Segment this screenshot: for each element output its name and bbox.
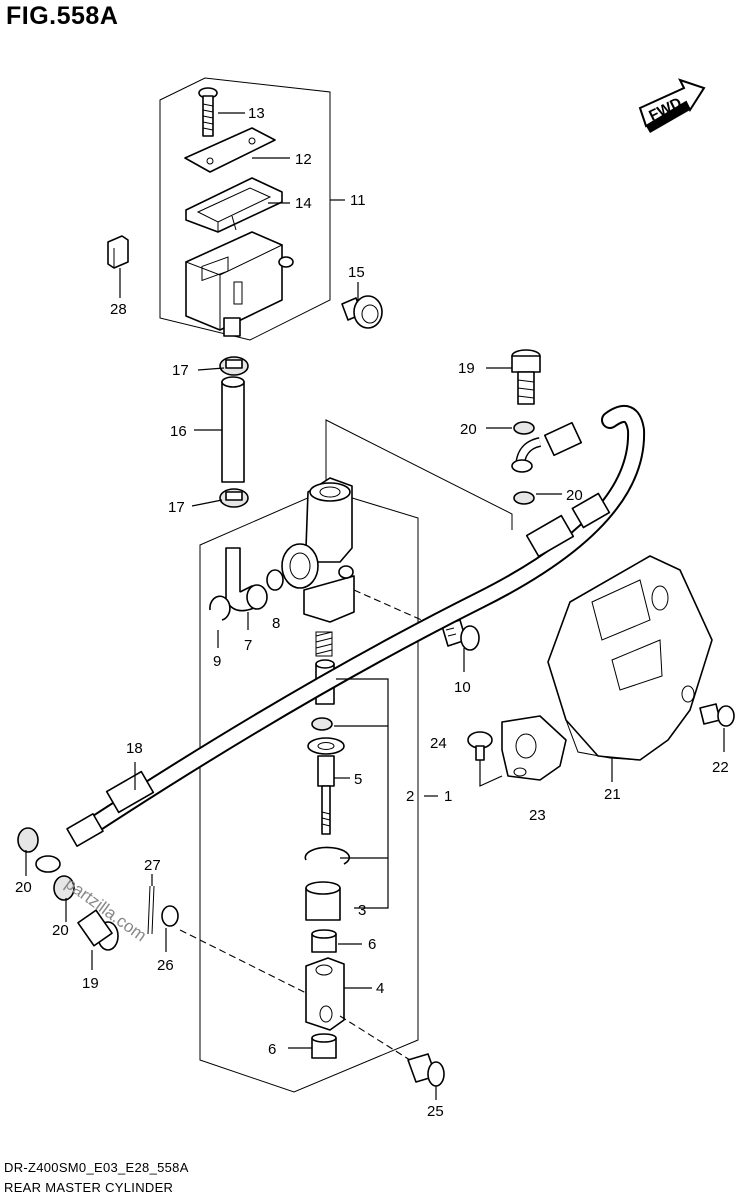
callout-14: 14 <box>295 195 312 212</box>
part-20-washer-c <box>17 827 39 853</box>
callout-25: 25 <box>427 1103 444 1120</box>
part-secondary-cup <box>311 717 333 731</box>
callout-19-lower: 19 <box>82 975 99 992</box>
part-18-brake-hose <box>35 405 646 873</box>
part-20-washer-a <box>513 421 535 435</box>
callout-6-lower: 6 <box>268 1041 276 1058</box>
part-3-boot <box>305 881 341 921</box>
part-19-banjo-bolt-lower <box>77 909 119 951</box>
part-27-cotter-pin <box>147 885 155 935</box>
callout-17-upper: 17 <box>172 362 189 379</box>
callout-10: 10 <box>454 679 471 696</box>
callout-11: 11 <box>350 192 366 209</box>
callout-6-upper: 6 <box>368 936 376 953</box>
part-20-washer-b <box>513 491 535 505</box>
callout-20-a: 20 <box>460 421 477 438</box>
part-24-screw <box>467 731 493 761</box>
part-13-screw <box>198 87 218 137</box>
part-1-master-cylinder-body <box>281 477 355 623</box>
part-10-bolt <box>441 619 480 651</box>
diagram-name: REAR MASTER CYLINDER <box>4 1180 174 1195</box>
dash-line-26 <box>179 929 309 995</box>
part-16-hose <box>221 376 245 483</box>
callout-19-upper: 19 <box>458 360 475 377</box>
part-15-bolt <box>341 295 383 329</box>
part-21-guard <box>547 555 713 761</box>
part-19-banjo-bolt-upper <box>511 349 541 405</box>
figure-title: FIG.558A <box>6 2 119 30</box>
part-9-circlip <box>209 595 231 621</box>
part-spring <box>315 631 333 657</box>
callout-7: 7 <box>244 637 252 654</box>
part-17-clamp-lower <box>219 488 249 508</box>
part-22-screw <box>699 703 735 727</box>
part-7-elbow <box>225 547 268 612</box>
callout-3: 3 <box>358 902 366 919</box>
callout-8: 8 <box>272 615 280 632</box>
callout-16: 16 <box>170 423 187 440</box>
reservoir-group-outline <box>159 77 331 341</box>
callout-27: 27 <box>144 857 161 874</box>
group-leader-line <box>325 419 513 530</box>
callout-22: 22 <box>712 759 729 776</box>
part-14-diaphragm <box>185 177 283 233</box>
part-20-washer-d <box>53 875 75 901</box>
part-23-bracket <box>501 715 567 781</box>
callout-26: 26 <box>157 957 174 974</box>
part-4-clevis <box>305 957 345 1031</box>
part-26-washer <box>161 905 179 927</box>
part-11-reservoir-body <box>184 231 294 337</box>
part-12-cap-plate <box>184 127 276 173</box>
part-6-nut-upper <box>311 929 337 953</box>
part-circlip-lower <box>304 846 351 865</box>
callout-13: 13 <box>248 105 265 122</box>
part-5-pushrod <box>307 737 345 835</box>
callout-18: 18 <box>126 740 143 757</box>
callout-28: 28 <box>110 301 127 318</box>
callout-4: 4 <box>376 980 384 997</box>
part-8-o-ring <box>266 569 284 591</box>
part-6-nut-lower <box>311 1033 337 1059</box>
callout-5: 5 <box>354 771 362 788</box>
part-28-clip <box>107 235 129 269</box>
part-17-clamp-upper <box>219 356 249 376</box>
callout-1: 1 <box>444 788 452 805</box>
callout-23: 23 <box>529 807 546 824</box>
callout-12: 12 <box>295 151 312 168</box>
callout-2: 2 <box>406 788 414 805</box>
fwd-arrow: FWD <box>638 78 706 133</box>
callout-24: 24 <box>430 735 447 752</box>
diagram-code: DR-Z400SM0_E03_E28_558A <box>4 1160 189 1175</box>
callout-21: 21 <box>604 786 621 803</box>
dash-line-25 <box>339 1015 411 1061</box>
callout-20-b: 20 <box>566 487 583 504</box>
callout-15: 15 <box>348 264 365 281</box>
part-25-pin <box>407 1053 445 1087</box>
callout-20-c: 20 <box>15 879 32 896</box>
callout-9: 9 <box>213 653 221 670</box>
callout-17-lower: 17 <box>168 499 185 516</box>
callout-20-d: 20 <box>52 922 69 939</box>
